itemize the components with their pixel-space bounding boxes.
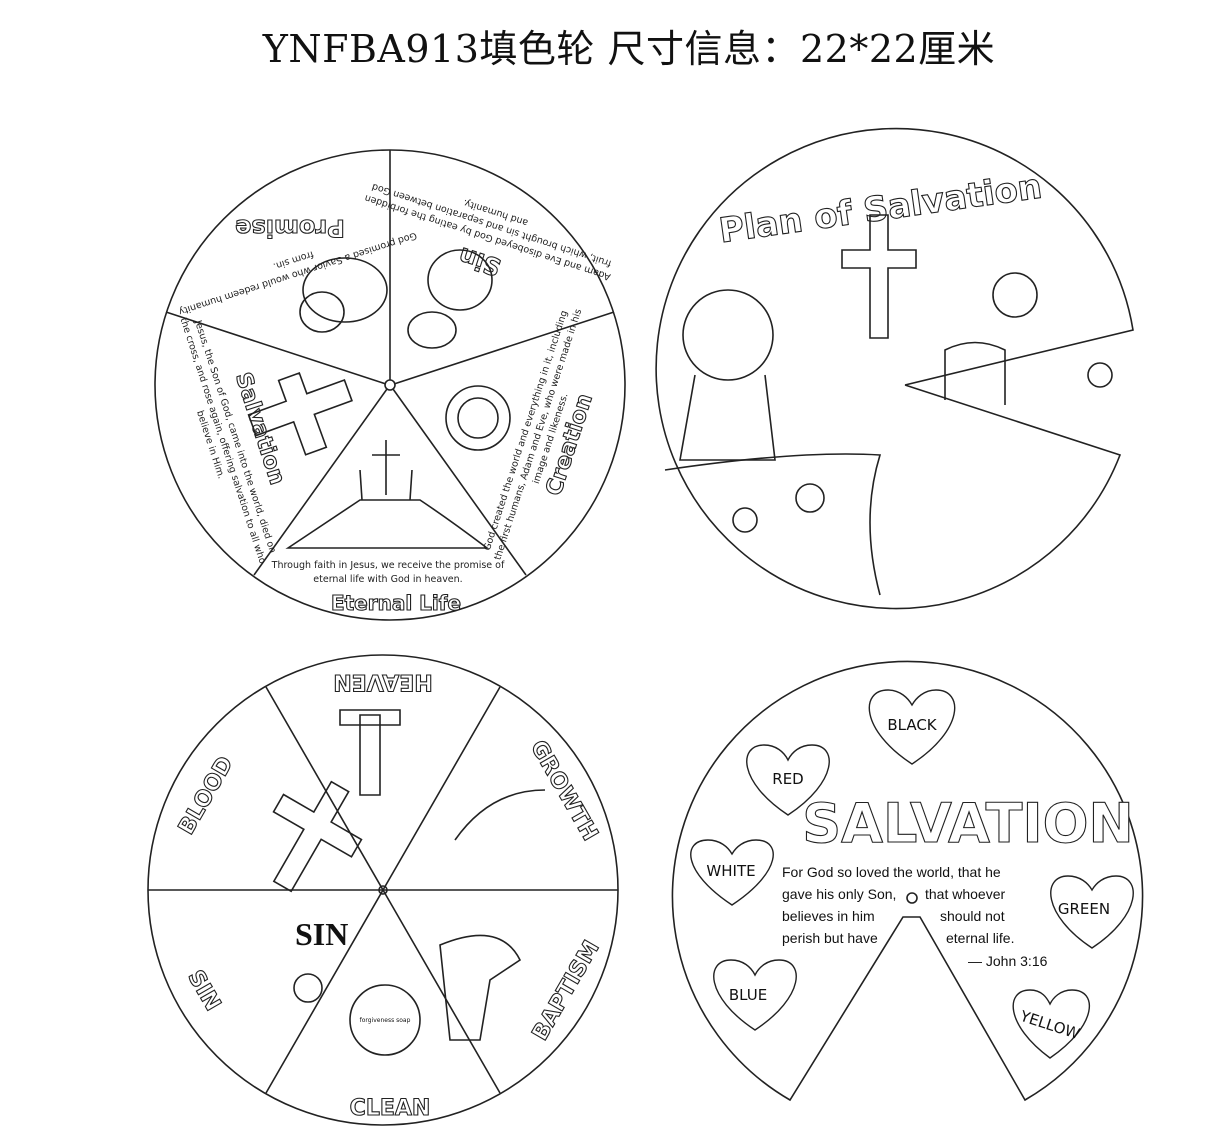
verse-line: perish but have xyxy=(782,930,878,946)
page-title: YNFBA913填色轮 尺寸信息：22*22厘米 xyxy=(262,27,996,71)
sun-moon-illustration xyxy=(445,385,511,451)
calvary-illustration xyxy=(285,440,490,549)
sin-illustration-text: SIN xyxy=(295,916,348,952)
segment-label-clean: CLEAN xyxy=(350,1096,431,1121)
cover-title: SALVATION xyxy=(802,792,1133,855)
segment-label-eternal-life: Eternal Life xyxy=(331,591,461,615)
cross-illustration xyxy=(272,780,363,893)
tomb-illustration xyxy=(944,341,1006,405)
heart-label: BLACK xyxy=(887,716,937,734)
center-hole xyxy=(906,892,918,904)
snake-illustration xyxy=(407,249,493,349)
heart-label: BLUE xyxy=(729,986,767,1004)
cover-title: Plan of Salvation xyxy=(717,167,1045,252)
segment-label-sin: Sin xyxy=(455,241,504,281)
baptism-bowl-illustration xyxy=(439,934,522,1041)
segment-label-sin: SIN xyxy=(182,966,225,1015)
cover-outline-with-notch xyxy=(655,127,1134,610)
cross-illustration xyxy=(841,214,917,339)
verse-line: that whoever xyxy=(925,886,1005,902)
heart-red: RED xyxy=(746,744,830,816)
pillar-illustration xyxy=(339,709,401,796)
heart-green: GREEN xyxy=(1050,875,1134,949)
segment-label-promise: Promise xyxy=(235,214,345,242)
wheel-cover-salvation-hearts: SALVATION BLACK RED WHITE GREEN BLUE YEL… xyxy=(671,660,1144,1102)
soap-label: forgiveness soap xyxy=(360,1017,411,1024)
heart-black: BLACK xyxy=(868,689,956,765)
segment-label-baptism: BAPTISM xyxy=(528,936,605,1045)
jesus-illustration xyxy=(679,289,776,461)
lamb-illustration xyxy=(299,257,388,333)
cover-outline-with-wedge xyxy=(671,660,1144,1102)
wheel-bible-story: Promise God promised a Savior who would … xyxy=(154,149,626,621)
cross-illustration xyxy=(247,371,353,456)
verse-line: For God so loved the world, that he xyxy=(782,864,1001,880)
heart-blue: BLUE xyxy=(713,959,797,1031)
stick-figure-head xyxy=(293,973,323,1003)
segment-text: Through faith in Jesus, we receive the p… xyxy=(271,560,505,571)
flowers-illustration xyxy=(664,362,1113,596)
wheel-color-segments: HEAVEN GROWTH BAPTISM CLEAN SIN BLOOD SI… xyxy=(147,654,619,1126)
tree-branch-illustration xyxy=(454,789,546,841)
center-hole xyxy=(384,379,396,391)
heart-yellow: YELLOW xyxy=(1012,989,1090,1059)
verse-line: believes in him xyxy=(782,908,875,924)
heart-label: GREEN xyxy=(1058,900,1110,918)
wheel-cover-plan-of-salvation: Plan of Salvation xyxy=(655,127,1134,610)
heart-label: RED xyxy=(772,770,803,788)
verse-line: should not xyxy=(940,908,1005,924)
verse-line: eternal life. xyxy=(946,930,1014,946)
sun-illustration xyxy=(992,272,1038,318)
bible-verse: For God so loved the world, that he gave… xyxy=(782,864,1048,969)
segment-label-heaven: HEAVEN xyxy=(333,669,432,694)
verse-reference: — John 3:16 xyxy=(968,953,1048,969)
soap-illustration xyxy=(349,984,421,1056)
verse-line: gave his only Son, xyxy=(782,886,896,902)
heart-label: WHITE xyxy=(706,862,755,880)
segment-text: eternal life with God in heaven. xyxy=(313,574,462,585)
heart-white: WHITE xyxy=(690,839,774,906)
